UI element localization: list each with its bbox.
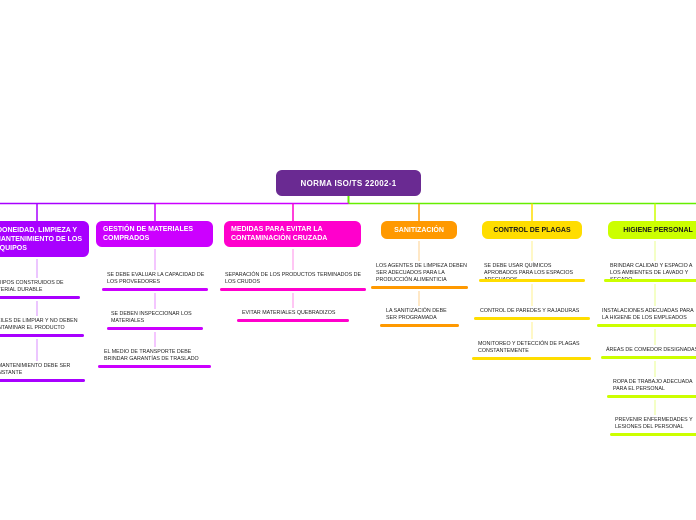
leaf-underline bbox=[601, 356, 696, 359]
leaf-underline bbox=[607, 395, 696, 398]
leaf-item[interactable]: SE DEBE EVALUAR LA CAPACIDAD DE LOS PROV… bbox=[107, 272, 205, 285]
leaf-item[interactable]: SEPARACIÓN DE LOS PRODUCTOS TERMINADOS D… bbox=[225, 272, 361, 285]
leaf-underline bbox=[0, 334, 84, 337]
leaf-item[interactable]: ROPA DE TRABAJO ADECUADA PARA EL PERSONA… bbox=[613, 379, 693, 392]
leaf-underline bbox=[237, 319, 349, 322]
leaf-item[interactable]: ÁREAS DE COMEDOR DESIGNADAS bbox=[606, 347, 696, 353]
leaf-underline bbox=[0, 379, 85, 382]
leaf-item[interactable]: CONTROL DE PAREDES Y RAJADURAS bbox=[480, 308, 580, 314]
branch-label: GESTIÓN DE MATERIALES COMPRADOS bbox=[103, 226, 194, 242]
leaf-underline bbox=[380, 324, 459, 327]
leaf-item[interactable]: INSTALACIONES ADECUADAS PARA LA HIGIENE … bbox=[602, 308, 694, 321]
leaf-item[interactable]: PREVENIR ENFERMEDADES Y LESIONES DEL PER… bbox=[615, 417, 693, 430]
leaf-underline bbox=[474, 317, 590, 320]
branch-node-gestion[interactable]: GESTIÓN DE MATERIALES COMPRADOS bbox=[96, 221, 213, 247]
leaf-underline bbox=[610, 433, 696, 436]
root-node[interactable]: NORMA ISO/TS 22002-1 bbox=[276, 170, 421, 196]
connector-lines bbox=[0, 196, 696, 415]
leaf-item[interactable]: EQUIPOS CONSTRUIDOS DE MATERIAL DURABLE bbox=[0, 280, 64, 293]
leaf-underline bbox=[479, 279, 585, 282]
leaf-underline bbox=[597, 324, 696, 327]
leaf-item[interactable]: LOS AGENTES DE LIMPIEZA DEBEN SER ADECUA… bbox=[376, 263, 467, 283]
leaf-item[interactable]: EVITAR MATERIALES QUEBRADIZOS bbox=[242, 310, 336, 316]
branch-node-idoneidad[interactable]: IDONEIDAD, LIMPIEZA Y MANTENIMIENTO DE L… bbox=[0, 221, 89, 257]
leaf-underline bbox=[220, 288, 366, 291]
branch-label: HIGIENE PERSONAL bbox=[623, 226, 693, 234]
leaf-underline bbox=[0, 296, 80, 299]
branch-node-plagas[interactable]: CONTROL DE PLAGAS bbox=[482, 221, 582, 239]
leaf-underline bbox=[107, 327, 203, 330]
branch-node-medidas[interactable]: MEDIDAS PARA EVITAR LA CONTAMINACIÓN CRU… bbox=[224, 221, 361, 247]
leaf-underline bbox=[102, 288, 208, 291]
leaf-item[interactable]: FÁCILES DE LIMPIAR Y NO DEBEN CONTAMINAR… bbox=[0, 318, 78, 331]
branch-label: MEDIDAS PARA EVITAR LA CONTAMINACIÓN CRU… bbox=[231, 226, 328, 242]
branch-label: IDONEIDAD, LIMPIEZA Y MANTENIMIENTO DE L… bbox=[0, 226, 82, 252]
leaf-underline bbox=[472, 357, 591, 360]
leaf-item[interactable]: LA SANITIZACIÓN DEBE SER PROGRAMADA bbox=[386, 308, 447, 321]
leaf-item[interactable]: EL MEDIO DE TRANSPORTE DEBE BRINDAR GARA… bbox=[104, 349, 199, 362]
root-label: NORMA ISO/TS 22002-1 bbox=[300, 178, 397, 188]
branch-label: CONTROL DE PLAGAS bbox=[493, 226, 571, 234]
leaf-underline bbox=[604, 279, 696, 282]
leaf-item[interactable]: MONITOREO Y DETECCIÓN DE PLAGAS CONSTANT… bbox=[478, 341, 580, 354]
leaf-item[interactable]: EL MANTENIMIENTO DEBE SER CONSTANTE bbox=[0, 363, 71, 376]
leaf-underline bbox=[98, 365, 211, 368]
leaf-underline bbox=[371, 286, 468, 289]
branch-node-sanitizacion[interactable]: SANITIZACIÓN bbox=[381, 221, 457, 239]
branch-node-higiene[interactable]: HIGIENE PERSONAL bbox=[608, 221, 696, 239]
branch-label: SANITIZACIÓN bbox=[394, 226, 444, 234]
leaf-item[interactable]: SE DEBEN INSPECCIONAR LOS MATERIALES bbox=[111, 311, 192, 324]
